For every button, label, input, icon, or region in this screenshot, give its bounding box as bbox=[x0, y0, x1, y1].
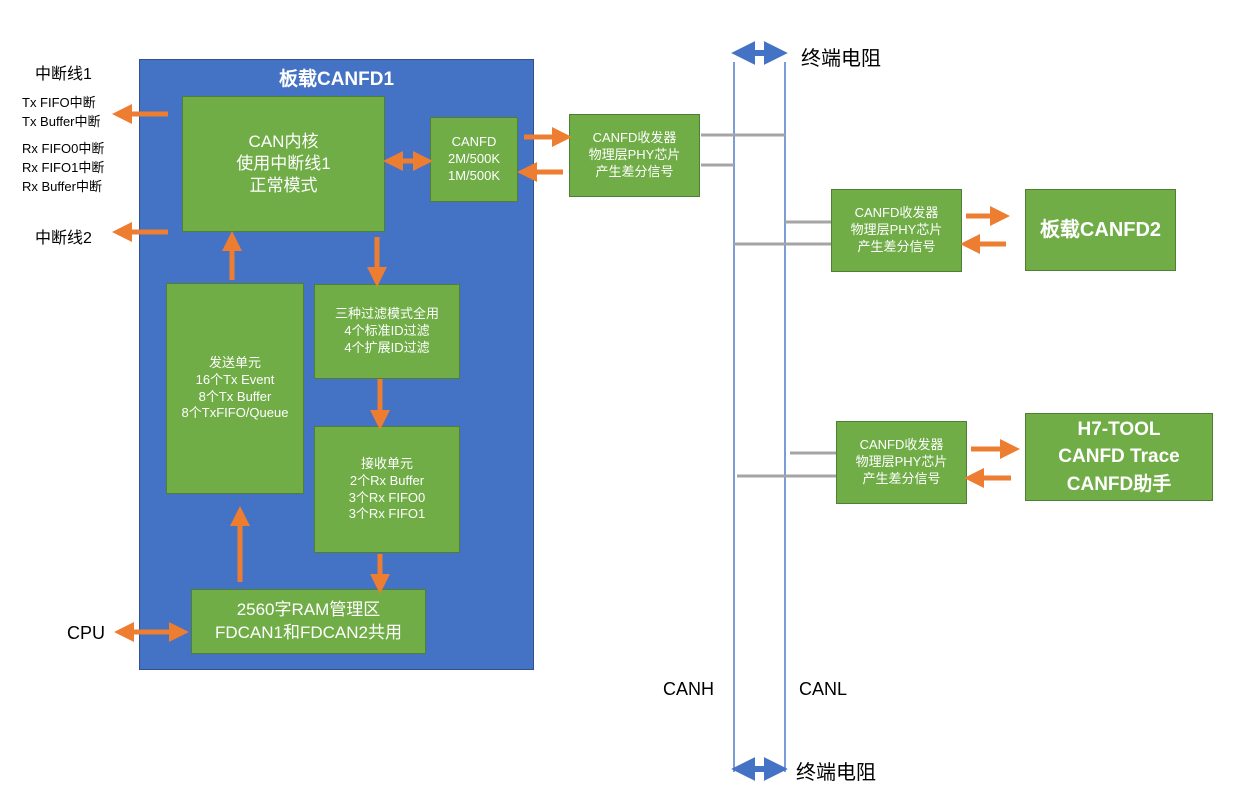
transceiver-3-line-2: 物理层PHY芯片 bbox=[855, 454, 948, 470]
canfd-rate-line-2: 2M/500K bbox=[447, 151, 501, 167]
rx-int-items: Rx FIFO0中断 Rx FIFO1中断 Rx Buffer中断 bbox=[22, 139, 104, 196]
canfd-rate-line-3: 1M/500K bbox=[447, 167, 501, 183]
node-h7tool-line-2: CANFD Trace bbox=[1058, 446, 1180, 468]
cpu-label: CPU bbox=[67, 623, 106, 643]
transceiver-1: CANFD收发器 物理层PHY芯片 产生差分信号 bbox=[569, 114, 700, 197]
canfd-rate-line-1: CANFD bbox=[451, 134, 497, 150]
int-item-rx-buffer: Rx Buffer中断 bbox=[22, 179, 102, 194]
rx-unit-line-3: 3个Rx FIFO0 bbox=[348, 489, 426, 505]
filter-block: 三种过滤模式全用 4个标准ID过滤 4个扩展ID过滤 bbox=[314, 284, 460, 379]
node-h7tool-line-1: H7-TOOL bbox=[1077, 418, 1161, 440]
int-item-rx-fifo0: Rx FIFO0中断 bbox=[22, 141, 105, 156]
can-core-line-2: 使用中断线1 bbox=[236, 153, 331, 173]
transceiver-1-line-1: CANFD收发器 bbox=[592, 130, 677, 146]
transceiver-2-line-3: 产生差分信号 bbox=[857, 238, 936, 254]
transceiver-3-line-3: 产生差分信号 bbox=[862, 470, 941, 486]
int-line2-label: 中断线2 bbox=[35, 230, 92, 247]
transceiver-3: CANFD收发器 物理层PHY芯片 产生差分信号 bbox=[836, 421, 967, 504]
ram-block: 2560字RAM管理区 FDCAN1和FDCAN2共用 bbox=[191, 589, 426, 654]
int-line1-items: Tx FIFO中断 Tx Buffer中断 bbox=[22, 93, 101, 131]
can-core-line-3: 正常模式 bbox=[249, 176, 318, 196]
tx-unit-line-3: 8个Tx Buffer bbox=[198, 388, 272, 404]
ram-line-1: 2560字RAM管理区 bbox=[236, 600, 381, 620]
transceiver-1-line-3: 产生差分信号 bbox=[595, 163, 674, 179]
rx-unit-line-1: 接收单元 bbox=[360, 455, 413, 471]
transceiver-2-line-1: CANFD收发器 bbox=[854, 205, 939, 221]
canl-label: CANL bbox=[799, 679, 848, 699]
transceiver-1-line-2: 物理层PHY芯片 bbox=[588, 147, 681, 163]
can-core-block: CAN内核 使用中断线1 正常模式 bbox=[182, 96, 385, 232]
node-canfd2-label: 板载CANFD2 bbox=[1039, 219, 1162, 241]
transceiver-2-line-2: 物理层PHY芯片 bbox=[850, 222, 943, 238]
rx-unit-line-2: 2个Rx Buffer bbox=[349, 472, 425, 488]
node-h7tool-line-3: CANFD助手 bbox=[1066, 473, 1172, 495]
transceiver-2: CANFD收发器 物理层PHY芯片 产生差分信号 bbox=[831, 189, 962, 272]
filter-line-3: 4个扩展ID过滤 bbox=[344, 339, 430, 355]
rx-unit-block: 接收单元 2个Rx Buffer 3个Rx FIFO0 3个Rx FIFO1 bbox=[314, 426, 460, 553]
canfd-rate-block: CANFD 2M/500K 1M/500K bbox=[430, 117, 518, 202]
filter-line-1: 三种过滤模式全用 bbox=[334, 306, 439, 322]
int-item-tx-buffer: Tx Buffer中断 bbox=[22, 114, 101, 129]
rx-unit-line-4: 3个Rx FIFO1 bbox=[348, 506, 426, 522]
transceiver-3-line-1: CANFD收发器 bbox=[859, 437, 944, 453]
filter-line-2: 4个标准ID过滤 bbox=[344, 323, 430, 339]
ram-line-2: FDCAN1和FDCAN2共用 bbox=[214, 622, 403, 642]
tx-unit-block: 发送单元 16个Tx Event 8个Tx Buffer 8个TxFIFO/Qu… bbox=[166, 283, 304, 494]
term-resistor-top-label: 终端电阻 bbox=[801, 48, 881, 70]
int-item-rx-fifo1: Rx FIFO1中断 bbox=[22, 160, 105, 175]
tx-unit-line-2: 16个Tx Event bbox=[195, 371, 275, 387]
int-item-tx-fifo: Tx FIFO中断 bbox=[22, 95, 96, 110]
tx-unit-line-1: 发送单元 bbox=[208, 354, 261, 370]
board-title: 板载CANFD1 bbox=[278, 69, 395, 90]
canh-label: CANH bbox=[663, 679, 715, 699]
int-line1-label: 中断线1 bbox=[35, 66, 92, 83]
can-core-line-1: CAN内核 bbox=[248, 131, 319, 151]
node-canfd2: 板载CANFD2 bbox=[1025, 189, 1176, 271]
node-h7tool: H7-TOOL CANFD Trace CANFD助手 bbox=[1025, 413, 1213, 501]
tx-unit-line-4: 8个TxFIFO/Queue bbox=[181, 405, 289, 421]
term-resistor-bottom-label: 终端电阻 bbox=[796, 762, 876, 784]
